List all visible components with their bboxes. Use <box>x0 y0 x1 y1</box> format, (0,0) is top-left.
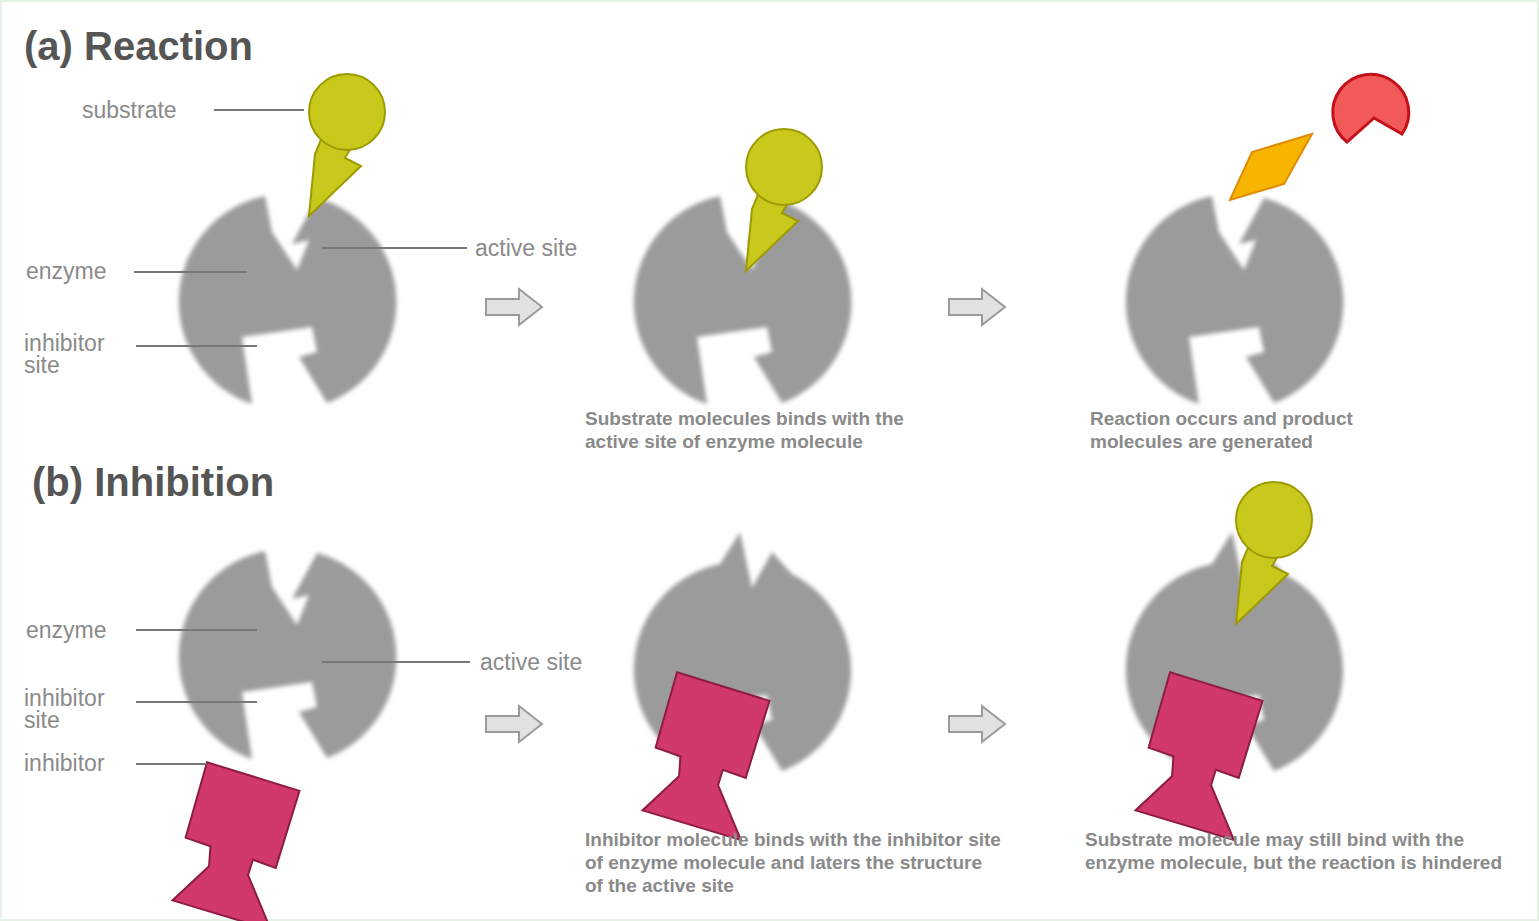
section-heading: (b) Inhibition <box>32 458 274 506</box>
inhibitor-molecule <box>170 761 301 921</box>
part-label: enzyme <box>26 617 107 643</box>
step-arrow <box>949 706 1005 742</box>
step-caption: Reaction occurs and product molecules ar… <box>1090 407 1370 453</box>
product-molecule <box>1230 134 1312 200</box>
enzyme-shape <box>634 196 852 404</box>
step-caption: Substrate molecules binds with the activ… <box>585 407 930 453</box>
inhibitor-molecule <box>1133 671 1264 841</box>
part-label: active site <box>480 649 582 675</box>
part-label: inhibitor site <box>24 687 132 731</box>
enzyme-shape <box>179 551 397 759</box>
section-heading: (a) Reaction <box>24 22 253 70</box>
substrate-molecule <box>1236 482 1312 624</box>
step-caption: Inhibitor molecule binds with the inhibi… <box>585 828 1005 897</box>
part-label: inhibitor <box>24 750 105 776</box>
step-arrow <box>486 289 542 325</box>
leader-lines <box>134 110 467 346</box>
part-label: active site <box>475 235 577 261</box>
product-molecule <box>1333 74 1409 142</box>
step-arrow <box>486 706 542 742</box>
part-label: enzyme <box>26 258 107 284</box>
step-caption: Substrate molecule may still bind with t… <box>1085 828 1525 874</box>
step-arrow <box>949 289 1005 325</box>
inhibitor-molecule <box>640 671 771 841</box>
enzyme-shape <box>1126 196 1344 404</box>
substrate-molecule <box>746 129 822 271</box>
part-label: inhibitor site <box>24 332 132 376</box>
enzyme-shape <box>179 196 397 404</box>
part-label: substrate <box>82 97 177 123</box>
leader-lines <box>136 630 470 764</box>
substrate-molecule <box>309 74 385 216</box>
